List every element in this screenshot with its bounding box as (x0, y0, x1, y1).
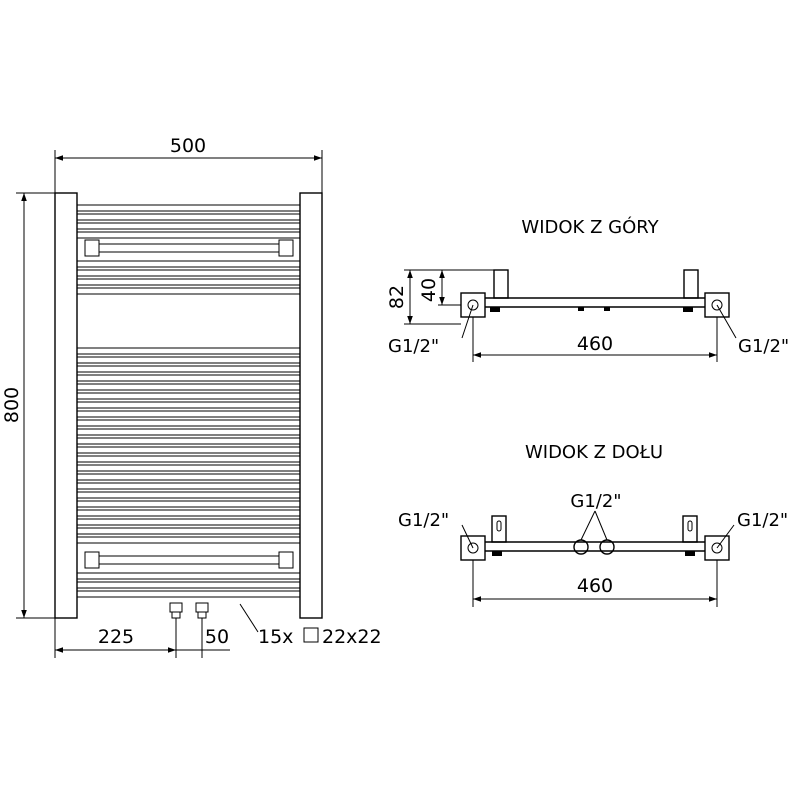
heating-bar (76, 383, 301, 391)
bars-leader: 15x 22x22 (239, 603, 382, 648)
heating-bar (76, 446, 301, 454)
heating-bar (76, 455, 301, 463)
lower-towel-holder (84, 551, 294, 569)
heating-bar (76, 278, 301, 286)
heating-bar (76, 287, 301, 295)
top-right-thread-label: G1/2" (738, 336, 789, 357)
heating-bar (76, 374, 301, 382)
top-view: WIDOK Z GÓRY 82 40 G1/2" G1/2" 460 (386, 216, 789, 362)
inlet-dimensions: 225 50 (54, 618, 230, 658)
inlet-offset-label: 225 (98, 626, 134, 648)
heating-bar (76, 269, 301, 277)
width-label: 500 (170, 135, 206, 157)
offset-label: 40 (418, 278, 440, 302)
heating-bars (76, 204, 301, 598)
bottom-center-thread-label: G1/2" (570, 491, 621, 512)
heating-bar (76, 365, 301, 373)
bottom-view-title: WIDOK Z DOŁU (525, 442, 663, 463)
top-left-thread-label: G1/2" (388, 336, 439, 357)
heating-bar (76, 213, 301, 221)
depth-label: 82 (386, 285, 408, 309)
heating-bar (76, 509, 301, 517)
square-profile-icon (303, 627, 319, 643)
heating-bar (76, 473, 301, 481)
heating-bar (76, 518, 301, 526)
heating-bar (76, 204, 301, 212)
bars-count-label: 15x (258, 626, 293, 648)
heating-bar (76, 428, 301, 436)
bottom-left-thread-label: G1/2" (398, 510, 449, 531)
heating-bar (76, 356, 301, 364)
height-dimension: 800 (1, 192, 55, 619)
heating-bar (76, 581, 301, 589)
heating-bar (76, 347, 301, 355)
top-span-label: 460 (577, 333, 613, 355)
width-dimension: 500 (54, 135, 323, 193)
heating-bar (76, 401, 301, 409)
heating-bar (76, 437, 301, 445)
heating-bar (76, 260, 301, 268)
upper-towel-holder (84, 239, 294, 257)
height-label: 800 (1, 387, 23, 423)
heating-bar (76, 491, 301, 499)
bottom-valves (169, 602, 209, 619)
inlet-spacing-label: 50 (205, 626, 229, 648)
heating-bar (76, 464, 301, 472)
heating-bar (76, 527, 301, 535)
heating-bar (76, 590, 301, 598)
front-view: 500 800 225 50 15x 22x22 (1, 135, 382, 658)
heating-bar (76, 572, 301, 580)
bar-profile-label: 22x22 (322, 626, 382, 648)
heating-bar (76, 500, 301, 508)
heating-bar (76, 222, 301, 230)
heating-bar (76, 410, 301, 418)
heating-bar (76, 419, 301, 427)
top-view-title: WIDOK Z GÓRY (521, 216, 659, 238)
heating-bar (76, 392, 301, 400)
heating-bar (76, 482, 301, 490)
bottom-view: WIDOK Z DOŁU G1/2" G1/2" G1/2" 460 (398, 442, 788, 607)
heating-bar (76, 536, 301, 544)
bottom-right-thread-label: G1/2" (737, 510, 788, 531)
bottom-span-label: 460 (577, 575, 613, 597)
left-collector (54, 192, 78, 619)
right-collector (299, 192, 323, 619)
heating-bar (76, 231, 301, 239)
